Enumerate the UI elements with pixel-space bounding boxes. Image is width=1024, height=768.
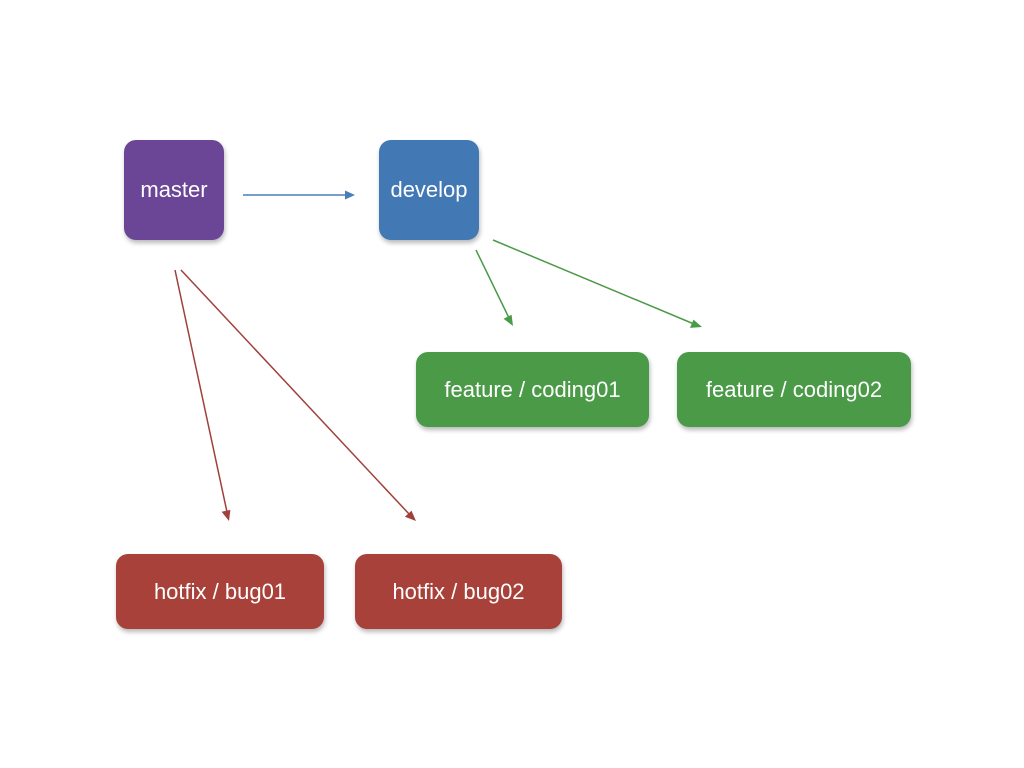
branch-label: hotfix / bug02 (392, 578, 525, 604)
branch-node-hotfix-bug02: hotfix / bug02 (355, 554, 562, 629)
arrow-master-to-hotfix2 (180, 269, 416, 521)
branch-node-hotfix-bug01: hotfix / bug01 (116, 554, 324, 629)
branch-node-feature-coding01: feature / coding01 (416, 352, 649, 427)
branch-label: hotfix / bug01 (153, 578, 287, 604)
arrow-master-to-hotfix1 (174, 269, 231, 521)
branch-node-develop: develop (379, 140, 479, 240)
branch-label: feature / coding01 (444, 376, 621, 402)
branch-node-master: master (124, 140, 224, 240)
branch-label: master (140, 177, 208, 202)
arrow-develop-to-feature2 (492, 239, 702, 328)
branch-node-feature-coding02: feature / coding02 (677, 352, 911, 427)
branch-label: develop (390, 177, 468, 202)
arrow-master-to-develop (243, 190, 355, 200)
branch-label: feature / coding02 (705, 376, 883, 402)
arrow-develop-to-feature1 (475, 249, 513, 326)
